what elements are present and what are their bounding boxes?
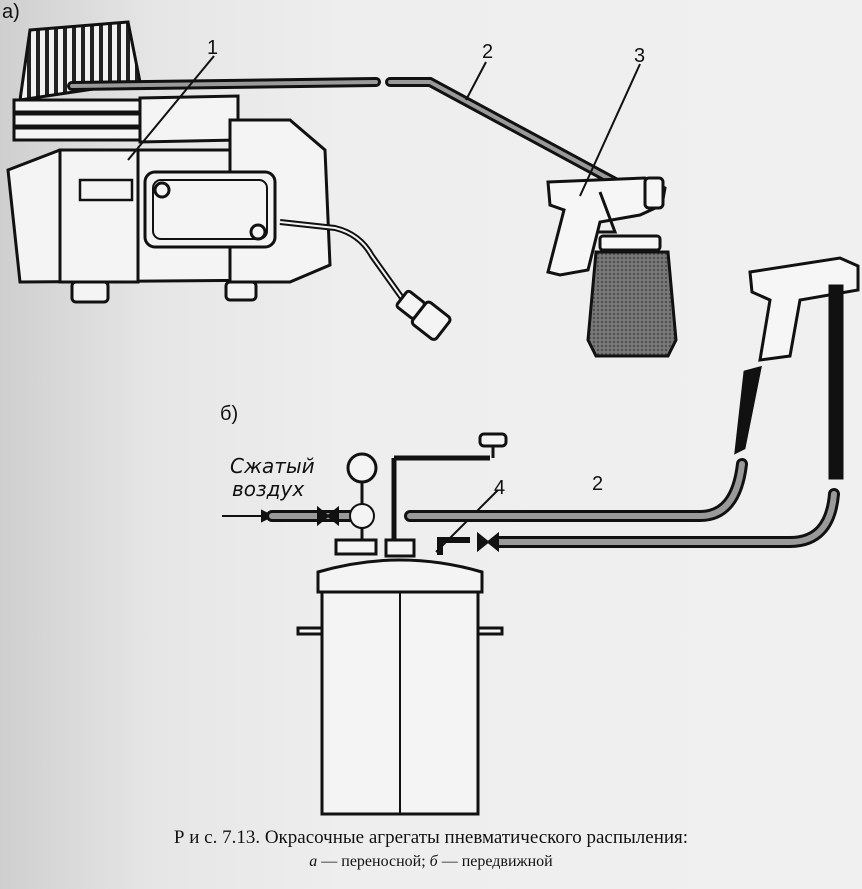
valve-icons bbox=[317, 503, 499, 553]
caption-b-text: — передвижной bbox=[437, 853, 553, 870]
air-inlet-label-line2: воздух bbox=[232, 477, 304, 501]
caption-title: Р и с. 7.13. Окрасочные агрегаты пневмат… bbox=[173, 827, 689, 848]
callout-4: 4 bbox=[494, 477, 505, 499]
callout-2a: 2 bbox=[482, 41, 493, 63]
spray-gun-panel-b bbox=[734, 256, 860, 480]
air-inlet-label-line1: Сжатый bbox=[230, 454, 315, 478]
hose-panel-b bbox=[266, 458, 840, 548]
caption-a-letter: а bbox=[309, 853, 318, 870]
caption-b-letter: б bbox=[429, 853, 438, 870]
hose-panel-a bbox=[67, 77, 635, 195]
caption-legend: а — переносной; б — передвижной bbox=[0, 850, 862, 874]
panel-a-label: а) bbox=[2, 1, 20, 23]
pressure-tank bbox=[296, 432, 508, 816]
spray-gun-panel-a bbox=[546, 176, 678, 358]
air-inlet-arrow bbox=[222, 509, 275, 523]
callout-3: 3 bbox=[634, 45, 645, 67]
callout-1: 1 bbox=[207, 37, 218, 59]
callout-2b: 2 bbox=[592, 473, 603, 495]
compressor-unit bbox=[6, 20, 452, 341]
panel-b-label: б) bbox=[220, 403, 238, 425]
figure-caption: Р и с. 7.13. Окрасочные агрегаты пневмат… bbox=[0, 826, 862, 874]
caption-a-text: — переносной; bbox=[317, 853, 430, 870]
